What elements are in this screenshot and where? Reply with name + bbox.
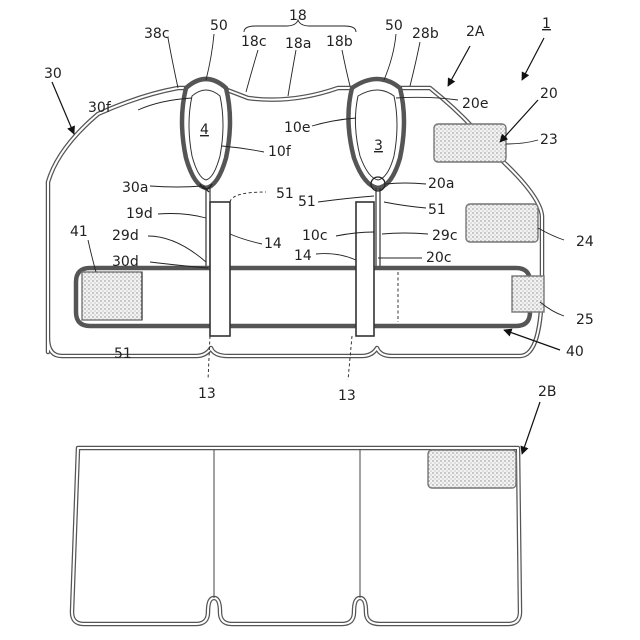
label-14-right: 14 — [294, 248, 312, 264]
label-51-c: 51 — [428, 202, 446, 218]
label-20e: 20e — [462, 96, 488, 112]
label-50-right: 50 — [385, 18, 403, 34]
lower-fastener-patch — [428, 450, 516, 488]
label-23: 23 — [540, 132, 558, 148]
label-51-b: 51 — [298, 194, 316, 210]
label-28b: 28b — [412, 26, 439, 42]
label-20c: 20c — [426, 250, 452, 266]
label-18a: 18a — [285, 36, 311, 52]
arrow-30 — [52, 82, 74, 134]
arrow-20 — [500, 100, 538, 142]
label-29c: 29c — [432, 228, 458, 244]
fastener-patch-24 — [466, 204, 538, 242]
label-25: 25 — [576, 312, 594, 328]
belt-band — [76, 268, 530, 326]
label-41: 41 — [70, 224, 88, 240]
label-20a: 20a — [428, 176, 454, 192]
label-10f: 10f — [268, 144, 292, 160]
right-tab-14 — [356, 202, 374, 336]
label-24: 24 — [576, 234, 594, 250]
arrow-1 — [522, 38, 544, 80]
label-2A: 2A — [466, 24, 485, 40]
label-4: 4 — [200, 122, 209, 138]
label-13-right: 13 — [338, 388, 356, 404]
label-38c: 38c — [144, 26, 170, 42]
label-2B: 2B — [538, 384, 557, 400]
fastener-patch-23 — [434, 124, 506, 162]
belt-patch-25 — [512, 276, 544, 312]
label-50-left: 50 — [210, 18, 228, 34]
label-10c: 10c — [302, 228, 328, 244]
label-18b: 18b — [326, 34, 353, 50]
belt-patch-41 — [82, 272, 142, 320]
arrow-2B — [522, 402, 540, 454]
label-18c: 18c — [241, 34, 267, 50]
lower-garment-2B — [72, 402, 540, 624]
label-18: 18 — [289, 8, 307, 24]
label-14-left: 14 — [264, 236, 282, 252]
label-13-left: 13 — [198, 386, 216, 402]
label-19d: 19d — [126, 206, 153, 222]
label-20: 20 — [540, 86, 558, 102]
label-30f: 30f — [88, 100, 112, 116]
label-51-a: 51 — [276, 186, 294, 202]
label-30: 30 — [44, 66, 62, 82]
left-tab-14 — [210, 202, 230, 336]
label-40: 40 — [566, 344, 584, 360]
label-30d: 30d — [112, 254, 139, 270]
label-51-d: 51 — [114, 346, 132, 362]
arrow-2A — [448, 46, 470, 86]
label-29d: 29d — [112, 228, 139, 244]
label-1: 1 — [542, 16, 551, 32]
label-30a: 30a — [122, 180, 148, 196]
label-3: 3 — [374, 138, 383, 154]
label-10e: 10e — [284, 120, 310, 136]
